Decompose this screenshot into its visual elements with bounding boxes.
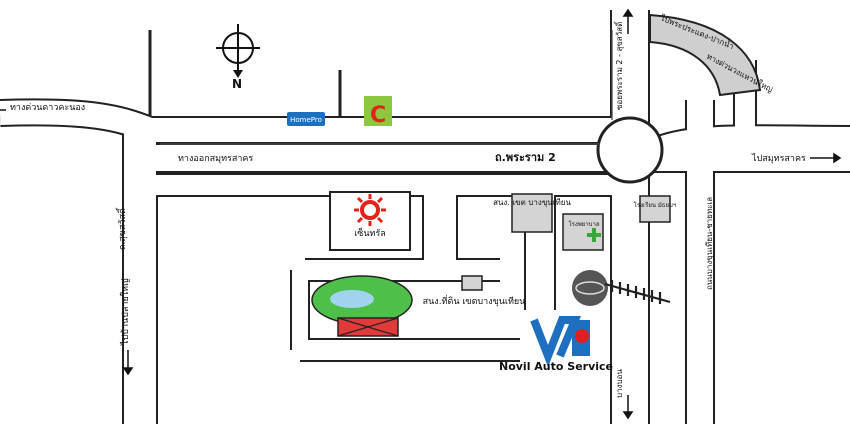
store-logo-label: HomePro — [290, 116, 322, 124]
right-building — [639, 195, 671, 223]
north-label: N — [232, 77, 242, 91]
svg-text:C: C — [370, 103, 386, 128]
police-label: สนง. เขต บางขุนเทียน — [493, 198, 571, 207]
right-building-label: โรงเรียน มัธยมฯ — [634, 201, 677, 209]
road-label-right: ถนนบางขุนเทียน-ชายทะเล — [705, 197, 714, 290]
road-network — [0, 10, 850, 424]
park — [311, 275, 413, 337]
road-label-expressway: ทางด่วนดาวคะนอง — [10, 103, 85, 113]
road-label-main: ถ.พระราม 2 — [495, 151, 556, 164]
road-label-left: ถ.สุขสวัสดิ์ — [115, 207, 128, 250]
road-label-top-right: ซอยพระราม 2 - สุขสวัสดิ์ — [613, 20, 624, 110]
flyover-ramp — [649, 13, 762, 97]
hospital-label: โรงพยาบาล — [568, 220, 599, 228]
road-label-left-bottom: ไปบ้านปลายใหญ่ — [120, 278, 131, 346]
central-label: เซ็นทรัล — [354, 226, 386, 239]
destination-label: Novil Auto Service — [499, 360, 613, 373]
store-logo: HomePro — [287, 112, 325, 126]
round-logo-icon — [572, 270, 608, 306]
hospital-cross-icon — [587, 228, 601, 242]
police-building — [511, 193, 553, 233]
destination-logo-icon — [530, 316, 594, 368]
compass-icon — [216, 24, 260, 78]
road-label-bottom: บางบอน — [615, 369, 624, 398]
road-label-samut-sakhon: ไปสมุทรสาคร — [751, 153, 806, 164]
supermarket-logo: C — [364, 96, 392, 128]
central-logo-icon — [354, 194, 386, 226]
hospital-building — [562, 213, 604, 251]
direction-arrows — [0, 8, 842, 420]
district-office-label: สนง.ที่ดิน เขตบางขุนเทียน — [423, 294, 526, 307]
office-block — [461, 275, 483, 291]
road-label-outbound: ทางออกสมุทรสาคร — [178, 154, 253, 164]
railway-track — [604, 280, 671, 304]
